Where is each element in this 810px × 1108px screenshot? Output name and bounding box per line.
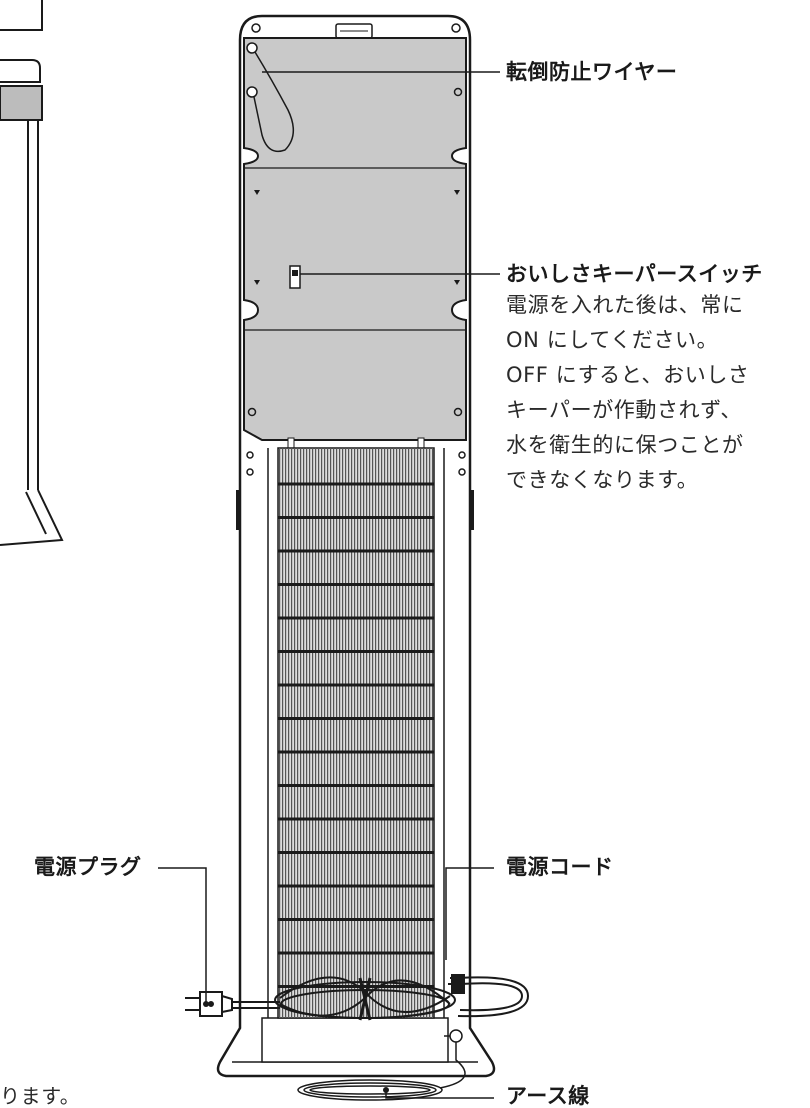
label-earth-wire: アース線 (506, 1084, 590, 1108)
earth-leader-dot (383, 1087, 389, 1093)
keeper-switch-description: 電源を入れた後は、常に ON にしてください。 OFF にすると、おいしさキーパーが… (506, 288, 750, 498)
condenser-grille (267, 447, 445, 1019)
keeper-switch-graphic (289, 265, 301, 289)
label-power-cord: 電源コード (506, 855, 614, 879)
keeper-switch-description-line: キーパーが作動されず、 (506, 398, 742, 422)
keeper-switch-description-line: 電源を入れた後は、常に (506, 293, 744, 317)
adjacent-machine (0, 0, 64, 546)
label-tip-wire: 転倒防止ワイヤー (506, 60, 678, 84)
leader-lines (158, 71, 500, 1099)
label-power-plug: 電源プラグ (34, 855, 142, 879)
keeper-switch-description-line: ON にしてください。 (506, 328, 719, 352)
grille-bars (278, 482, 434, 988)
label-keeper-switch: おいしさキーパースイッチ (506, 262, 763, 286)
earth-wire-graphic (297, 1029, 466, 1101)
fragment-text: ります。 (0, 1084, 81, 1108)
back-panel (243, 23, 467, 476)
plug-leader-dot (203, 1001, 209, 1007)
tip-wire-graphic (246, 42, 294, 153)
power-cord-graphic (230, 974, 530, 1021)
side-handles (236, 490, 474, 530)
keeper-switch-description-line: できなくなります。 (506, 468, 699, 492)
keeper-switch-description-line: 水を衛生的に保つことが (506, 433, 744, 457)
keeper-switch-description-line: OFF にすると、おいしさ (506, 363, 750, 387)
